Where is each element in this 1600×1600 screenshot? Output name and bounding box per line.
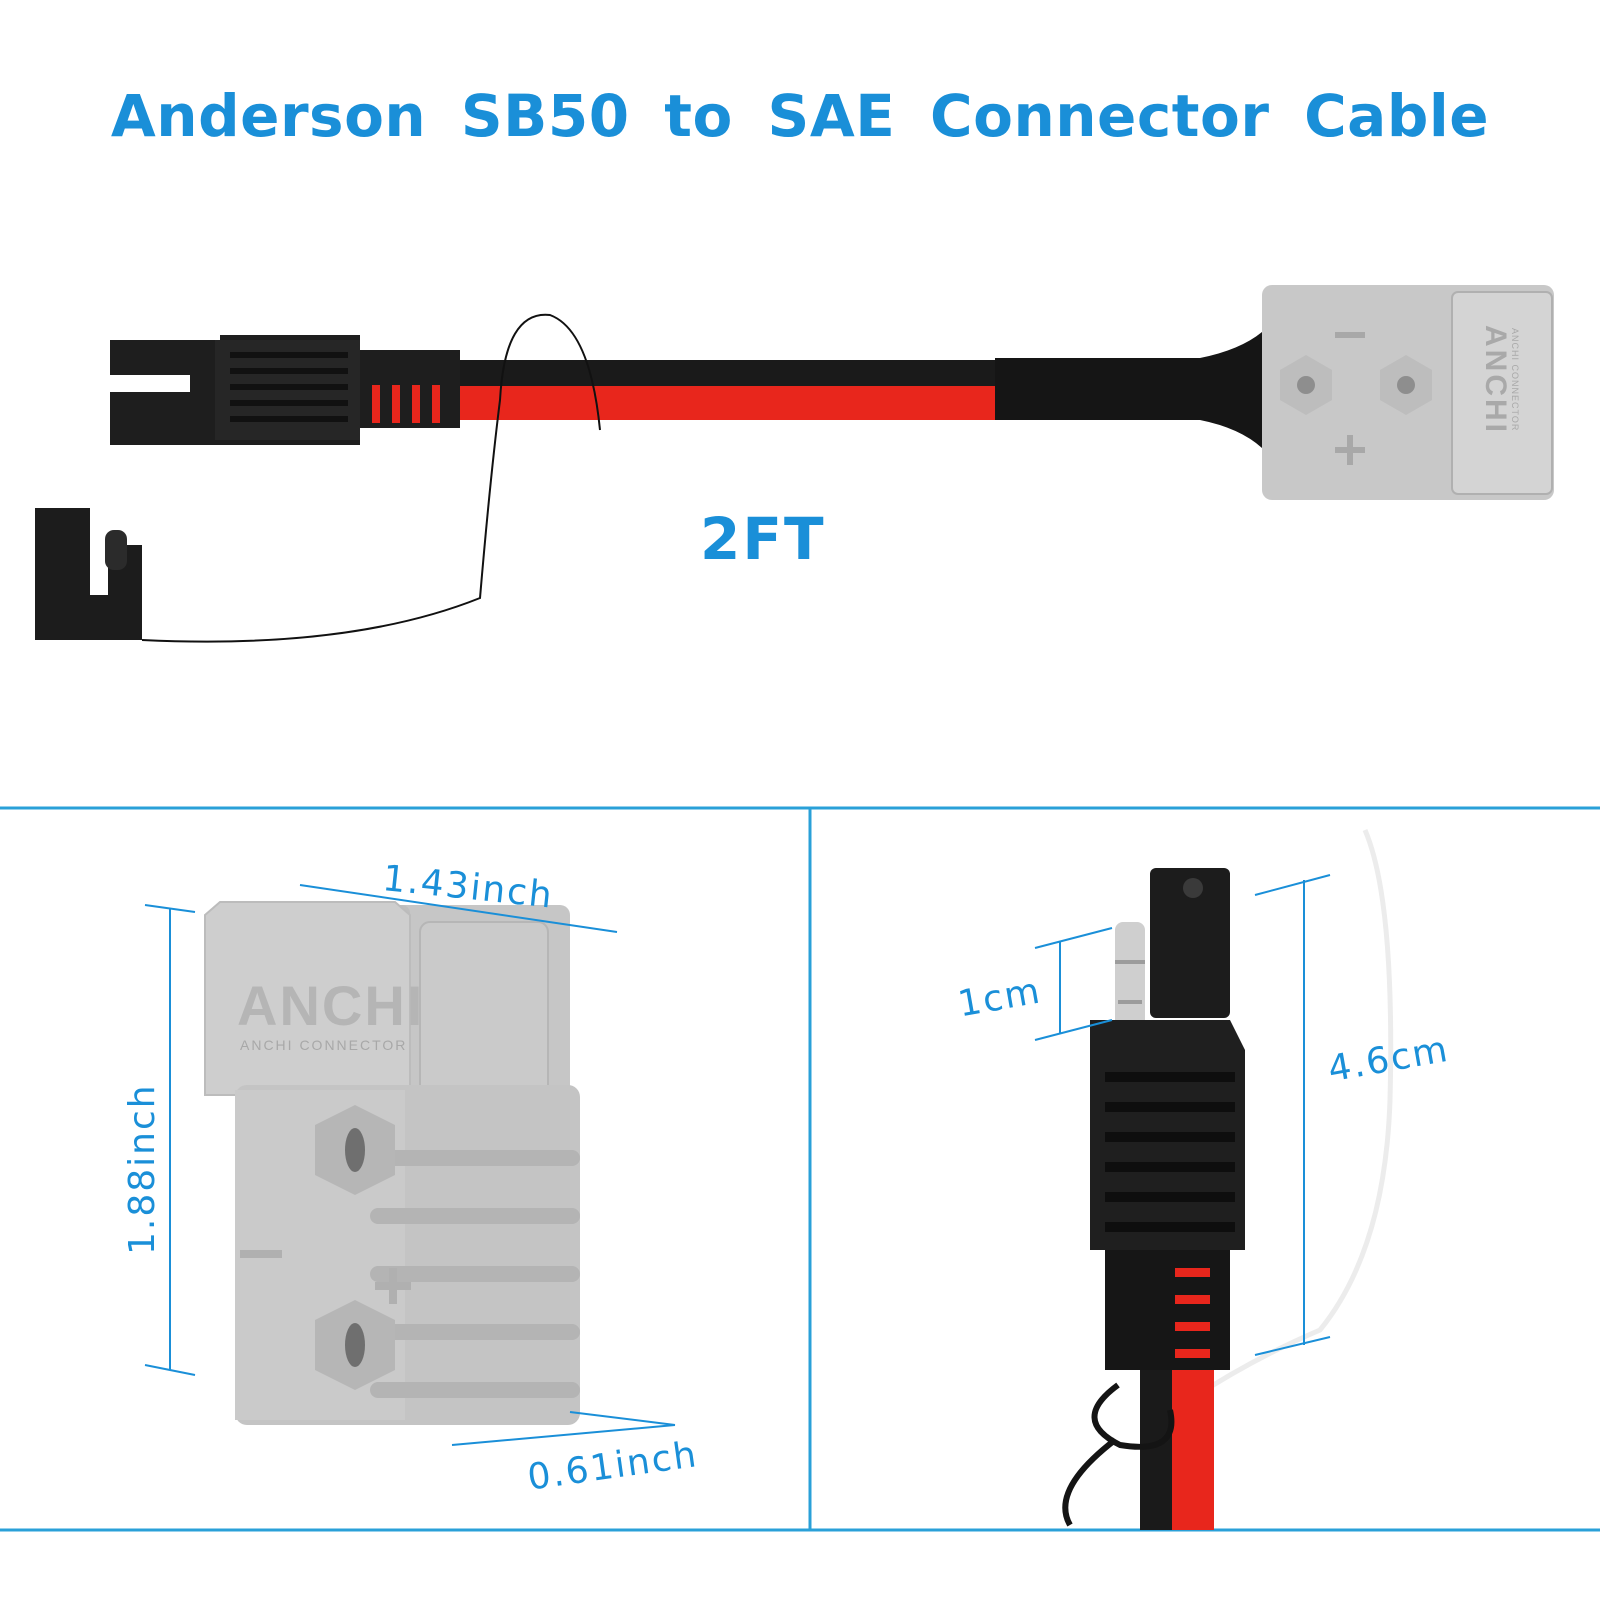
black-wire [455, 360, 995, 386]
page-title: Anderson SB50 to SAE Connector Cable [110, 82, 1490, 150]
anderson-height-label: 1.88inch [122, 1083, 163, 1255]
sae-plug [110, 335, 460, 445]
red-wire [455, 386, 995, 420]
anderson-plug: ANCHI ANCHI CONNECTOR [1262, 285, 1554, 500]
cable-length-label: 2FT [700, 505, 826, 573]
anderson-detail-sub: ANCHI CONNECTOR [240, 1037, 407, 1053]
heat-shrink [995, 332, 1262, 448]
detail-frame [0, 806, 1600, 1532]
sae-detail [1034, 829, 1394, 1530]
anderson-detail: ANCHI ANCHI CONNECTOR [144, 884, 676, 1446]
sae-dust-cap [35, 313, 601, 643]
anderson-detail-brand: ANCHI [237, 974, 424, 1037]
anderson-sub-text: ANCHI CONNECTOR [1510, 328, 1520, 431]
cable-overview: ANCHI ANCHI CONNECTOR [35, 285, 1554, 643]
anderson-brand-text: ANCHI [1479, 325, 1512, 435]
